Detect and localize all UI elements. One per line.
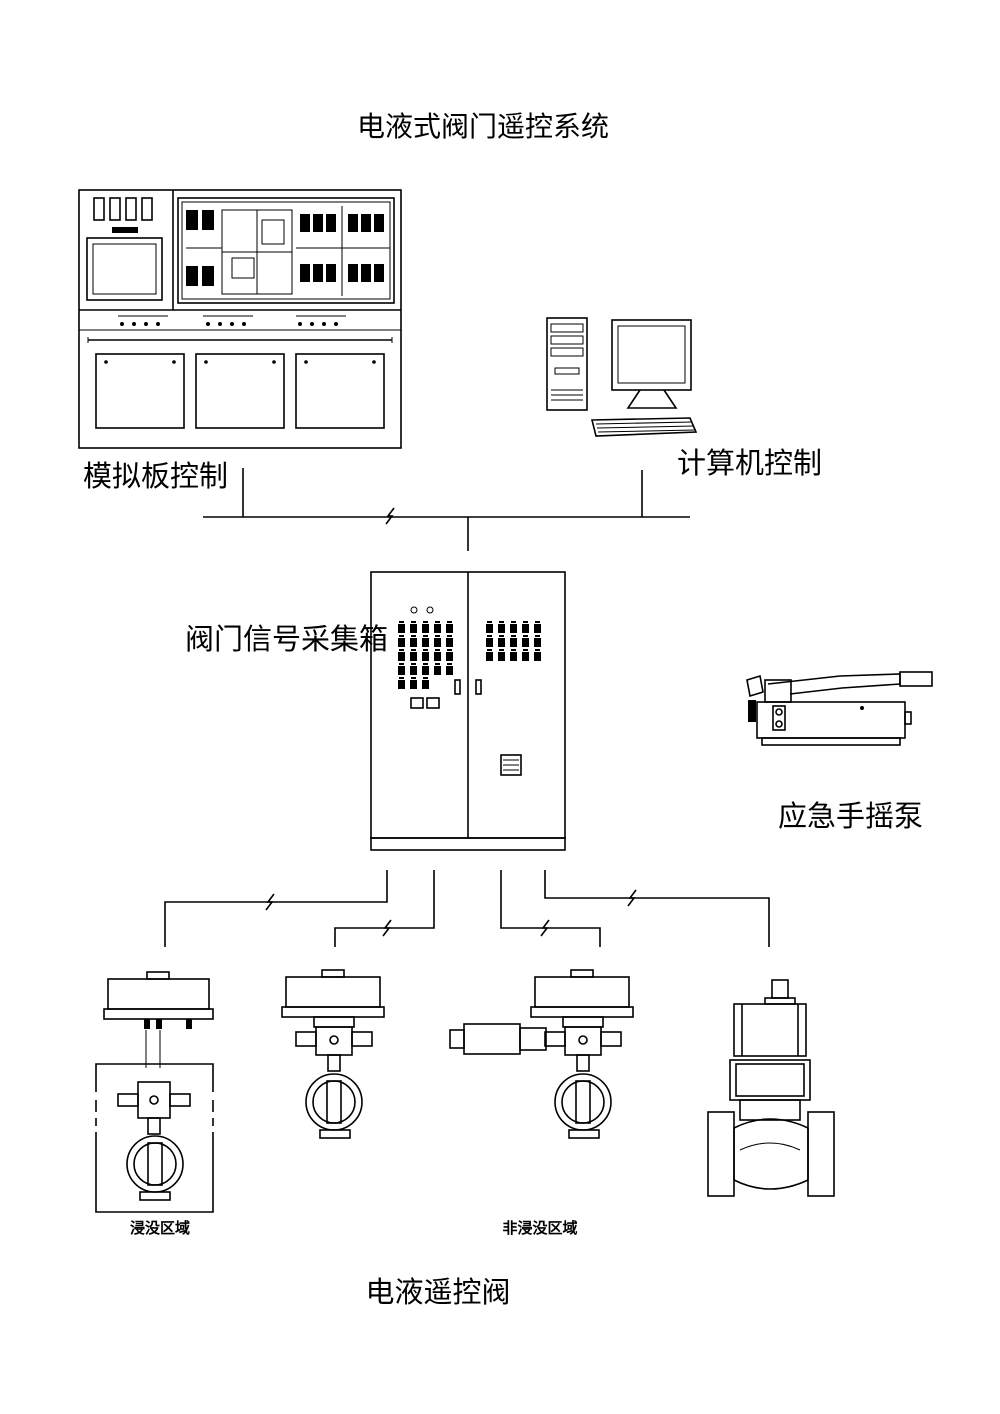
indicator-lamp — [534, 652, 541, 661]
indicator-cap — [523, 635, 528, 637]
indicator-cap — [411, 677, 416, 679]
simulation-panel-cabinet — [78, 189, 402, 449]
indicator-lamp — [398, 624, 405, 633]
indicator-lamp — [522, 624, 529, 633]
indicator-cap — [411, 621, 416, 623]
indicator-lamp — [434, 652, 441, 661]
indicator-lamp — [498, 638, 505, 647]
indicator-cap — [499, 621, 504, 623]
butterfly-valve-3 — [449, 969, 634, 1139]
lower-link-lines — [164, 870, 770, 947]
indicator-cap — [487, 621, 492, 623]
indicator-cap — [511, 621, 516, 623]
indicator-cap — [423, 677, 428, 679]
remote-valves-label: 电液遥控阀 — [365, 1275, 510, 1309]
indicator-lamp — [422, 652, 429, 661]
indicator-lamp — [434, 624, 441, 633]
computer-workstation — [546, 317, 698, 437]
indicator-cap — [523, 649, 528, 651]
indicator-lamp — [510, 652, 517, 661]
indicator-cap — [447, 621, 452, 623]
hydraulic-globe-valve — [707, 979, 835, 1197]
indicator-cap — [423, 635, 428, 637]
indicator-cap — [399, 621, 404, 623]
indicator-lamp — [510, 638, 517, 647]
butterfly-valve-submerged — [95, 971, 214, 1213]
indicator-cap — [399, 663, 404, 665]
indicator-cap — [423, 663, 428, 665]
indicator-lamp — [446, 638, 453, 647]
indicator-lamp — [422, 638, 429, 647]
indicator-lamp — [522, 652, 529, 661]
indicator-cap — [447, 635, 452, 637]
indicator-cap — [399, 649, 404, 651]
indicator-cap — [499, 635, 504, 637]
indicator-lamp — [446, 624, 453, 633]
indicator-lamp — [410, 680, 417, 689]
collector-box-label: 阀门信号采集箱 — [185, 622, 388, 656]
diagram-title: 电液式阀门遥控系统 — [357, 110, 609, 143]
indicator-cap — [435, 621, 440, 623]
indicator-cap — [447, 663, 452, 665]
submerged-zone-label: 浸没区域 — [130, 1219, 190, 1237]
indicator-lamp — [510, 624, 517, 633]
indicator-lamp — [498, 652, 505, 661]
indicator-lamp — [422, 680, 429, 689]
indicator-cap — [523, 621, 528, 623]
indicator-cap — [399, 677, 404, 679]
indicator-lamp — [522, 638, 529, 647]
computer-label: 计算机控制 — [677, 446, 822, 480]
indicator-lamp — [410, 666, 417, 675]
indicator-cap — [423, 649, 428, 651]
indicator-lamp — [410, 638, 417, 647]
indicator-cap — [447, 649, 452, 651]
emergency-hand-pump — [746, 671, 933, 746]
indicator-cap — [423, 621, 428, 623]
indicator-lamp — [446, 666, 453, 675]
indicator-lamp — [486, 638, 493, 647]
indicator-lamp — [534, 638, 541, 647]
indicator-cap — [435, 663, 440, 665]
indicator-lamp — [422, 624, 429, 633]
indicator-cap — [411, 663, 416, 665]
indicator-cap — [487, 635, 492, 637]
wireless-link-icon — [385, 507, 395, 525]
butterfly-valve-2 — [281, 969, 385, 1139]
simulation-panel-label: 模拟板控制 — [83, 459, 228, 493]
indicator-cap — [499, 649, 504, 651]
hand-pump-label: 应急手摇泵 — [778, 799, 923, 833]
indicator-cap — [411, 635, 416, 637]
indicator-cap — [535, 649, 540, 651]
indicator-lamp — [434, 638, 441, 647]
indicator-cap — [535, 635, 540, 637]
indicator-lamp — [534, 624, 541, 633]
indicator-lamp — [498, 624, 505, 633]
indicator-lamp — [422, 666, 429, 675]
indicator-cap — [511, 635, 516, 637]
indicator-lamp — [398, 638, 405, 647]
indicator-lamp — [398, 652, 405, 661]
indicator-lamp — [410, 624, 417, 633]
upper-bus-lines — [203, 468, 690, 551]
indicator-lamp — [434, 666, 441, 675]
non-submerged-zone-label: 非浸没区域 — [502, 1219, 577, 1237]
indicator-lamp — [398, 680, 405, 689]
indicator-cap — [435, 649, 440, 651]
indicator-cap — [487, 649, 492, 651]
indicator-cap — [435, 635, 440, 637]
indicator-lamp — [446, 652, 453, 661]
indicator-cap — [511, 649, 516, 651]
indicator-lamp — [486, 652, 493, 661]
indicator-lamp — [486, 624, 493, 633]
indicator-lamp — [410, 652, 417, 661]
indicator-lamp — [398, 666, 405, 675]
indicator-cap — [411, 649, 416, 651]
indicator-cap — [535, 621, 540, 623]
signal-collector-cabinet — [370, 571, 566, 851]
indicator-cap — [399, 635, 404, 637]
